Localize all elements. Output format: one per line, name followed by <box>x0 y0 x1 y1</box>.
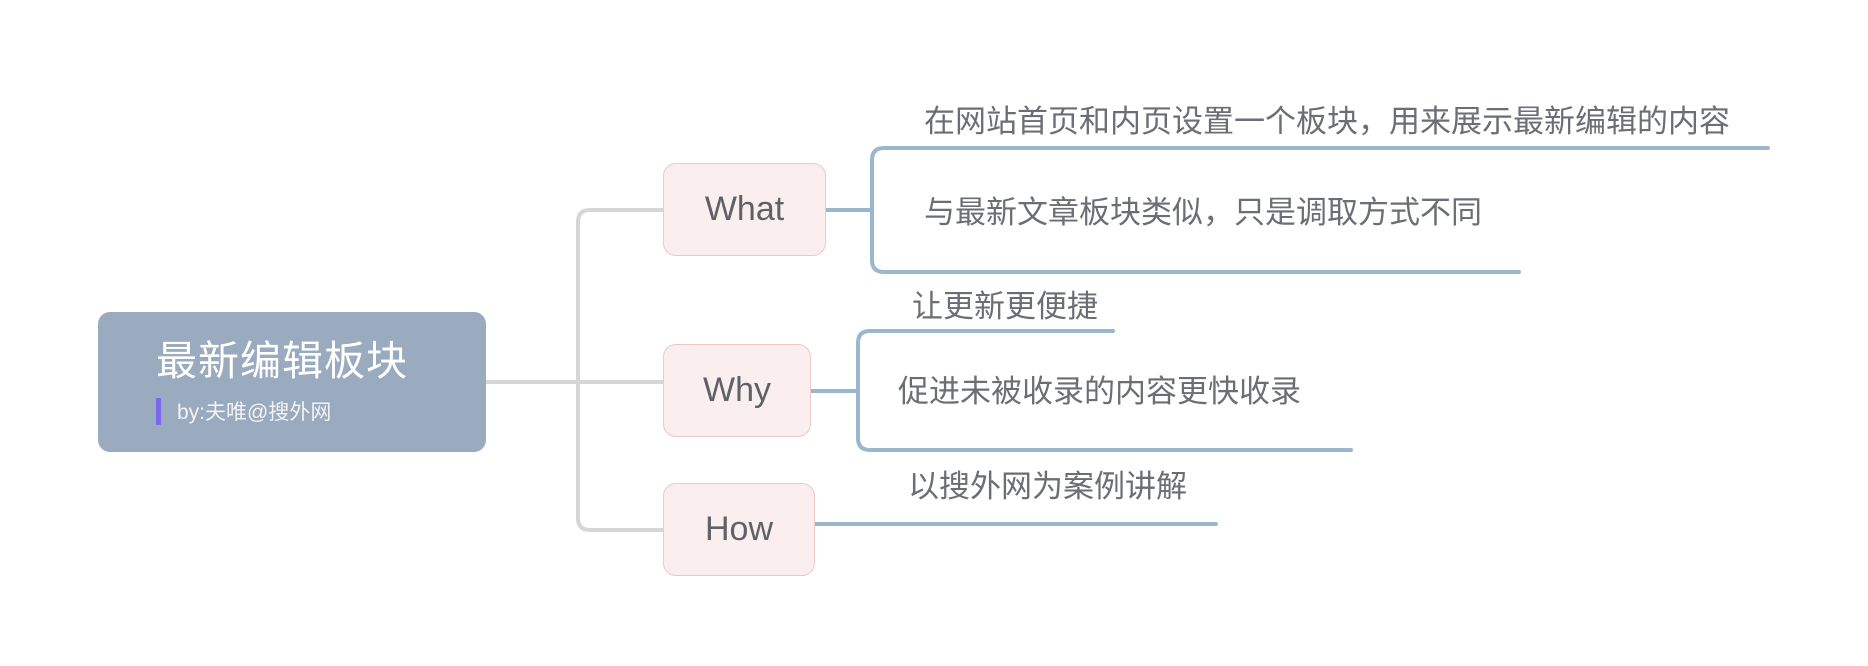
root-node[interactable]: 最新编辑板块 by:夫唯@搜外网 <box>98 312 486 452</box>
leaf-node-what-2[interactable]: 与最新文章板块类似，只是调取方式不同 <box>924 195 1482 230</box>
leaf-node-what-1[interactable]: 在网站首页和内页设置一个板块，用来展示最新编辑的内容 <box>924 104 1730 139</box>
connector-root-to-how <box>576 380 665 532</box>
accent-bar-icon <box>156 397 161 425</box>
leaf-node-why-1[interactable]: 让更新更便捷 <box>912 289 1098 324</box>
root-node-title: 最新编辑板块 <box>156 337 408 384</box>
leaf-node-how-1[interactable]: 以搜外网为案例讲解 <box>908 469 1187 504</box>
branch-node-what[interactable]: What <box>663 163 826 256</box>
connector-root-to-what <box>576 208 665 384</box>
root-node-subtitle-row: by:夫唯@搜外网 <box>156 396 486 426</box>
leaf-node-why-2[interactable]: 促进未被收录的内容更快收录 <box>898 374 1301 409</box>
branch-node-why[interactable]: Why <box>663 344 811 437</box>
branch-node-how[interactable]: How <box>663 483 815 576</box>
root-node-subtitle: by:夫唯@搜外网 <box>177 401 332 425</box>
